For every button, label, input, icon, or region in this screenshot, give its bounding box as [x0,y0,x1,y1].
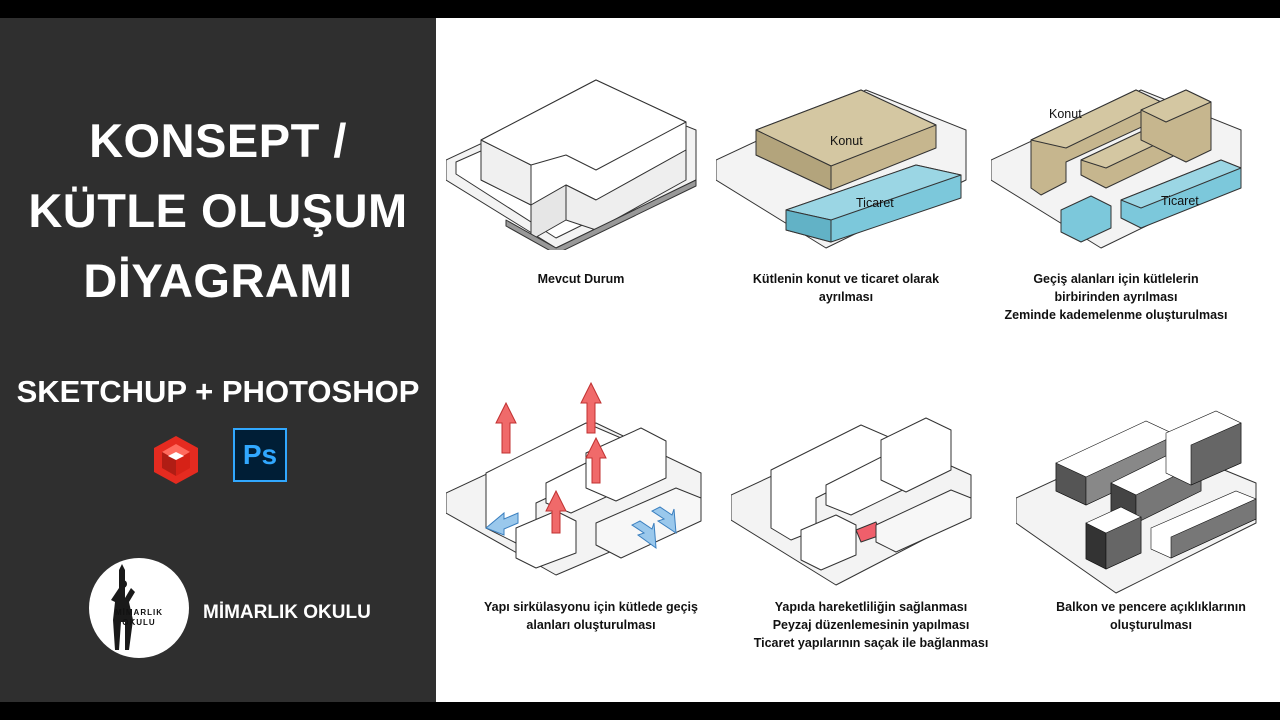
caption-6-line-2: oluşturulması [1110,618,1192,632]
caption-2: Kütlenin konut ve ticaret olarak ayrılma… [741,270,951,306]
arrow-in-icon-3 [651,506,677,534]
label-konut: Konut [830,134,863,148]
frame: KONSEPT / KÜTLE OLUŞUM DİYAGRAMI SKETCHU… [0,18,1280,702]
logo-text-2: OKULU [122,618,156,627]
diagram-separated-masses: Konut Ticaret [991,89,1242,249]
caption-5-line-1: Yapıda hareketliliğin sağlanması [774,600,968,614]
modulor-figure-icon [111,564,135,650]
arrow-up-icon [495,401,517,454]
title-line-2: KÜTLE OLUŞUM [28,184,408,237]
arrow-in-icon-2 [631,520,657,550]
diagram-circulation [446,381,702,576]
caption-5-line-2: Peyzaj düzenlemesinin yapılması [772,618,970,632]
arrow-up-icon-4 [545,489,567,534]
caption-4: Yapı sirkülasyonu için kütlede geçiş ala… [471,598,711,634]
caption-1: Mevcut Durum [491,270,671,288]
diagram-existing-site [446,79,697,250]
logo: MİMARLIK OKULU [89,558,189,658]
sidebar: KONSEPT / KÜTLE OLUŞUM DİYAGRAMI SKETCHU… [0,18,436,702]
label-konut-2: Konut [1049,107,1082,121]
caption-5-line-3: Ticaret yapılarının saçak ile bağlanması [753,636,989,650]
caption-2-line-2: ayrılması [818,290,874,304]
logo-text: MİMARLIK OKULU [89,608,189,628]
logo-text-1: MİMARLIK [115,608,163,617]
title-line-3: DİYAGRAMI [83,254,353,307]
sketchup-icon [154,436,198,484]
caption-5: Yapıda hareketliliğin sağlanması Peyzaj … [741,598,1001,652]
diagram-landscape [731,417,972,586]
arrow-up-icon-2 [580,381,602,434]
caption-6-line-1: Balkon ve pencere açıklıklarının [1056,600,1246,614]
title-line-1: KONSEPT / [89,114,347,167]
label-ticaret: Ticaret [856,196,894,210]
diagram-panel: Konut Ticaret Konut Ticaret [436,18,1280,702]
diagram-split-masses: Konut Ticaret [716,89,967,249]
caption-2-line-1: Kütlenin konut ve ticaret olarak [752,272,940,286]
caption-3-line-1: Geçiş alanları için kütlelerin [1033,272,1199,286]
arrow-up-icon-3 [585,436,607,484]
caption-4-line-2: alanları oluşturulması [526,618,656,632]
caption-3-line-2: birbirinden ayrılması [1054,290,1178,304]
label-ticaret-2: Ticaret [1161,194,1199,208]
caption-3: Geçiş alanları için kütlelerin birbirind… [996,270,1236,324]
photoshop-icon: Ps [233,428,287,482]
page-title: KONSEPT / KÜTLE OLUŞUM DİYAGRAMI [0,106,436,316]
diagram-facades [1016,410,1257,594]
caption-4-line-1: Yapı sirkülasyonu için kütlede geçiş [484,600,698,614]
caption-6: Balkon ve pencere açıklıklarının oluştur… [1031,598,1271,634]
brand-name: MİMARLIK OKULU [203,602,371,623]
caption-3-line-3: Zeminde kademelenme oluşturulması [1004,308,1228,322]
caption-1-line-1: Mevcut Durum [537,272,625,286]
tools-label: SKETCHUP + PHOTOSHOP [16,374,420,409]
arrow-in-icon [485,511,519,536]
